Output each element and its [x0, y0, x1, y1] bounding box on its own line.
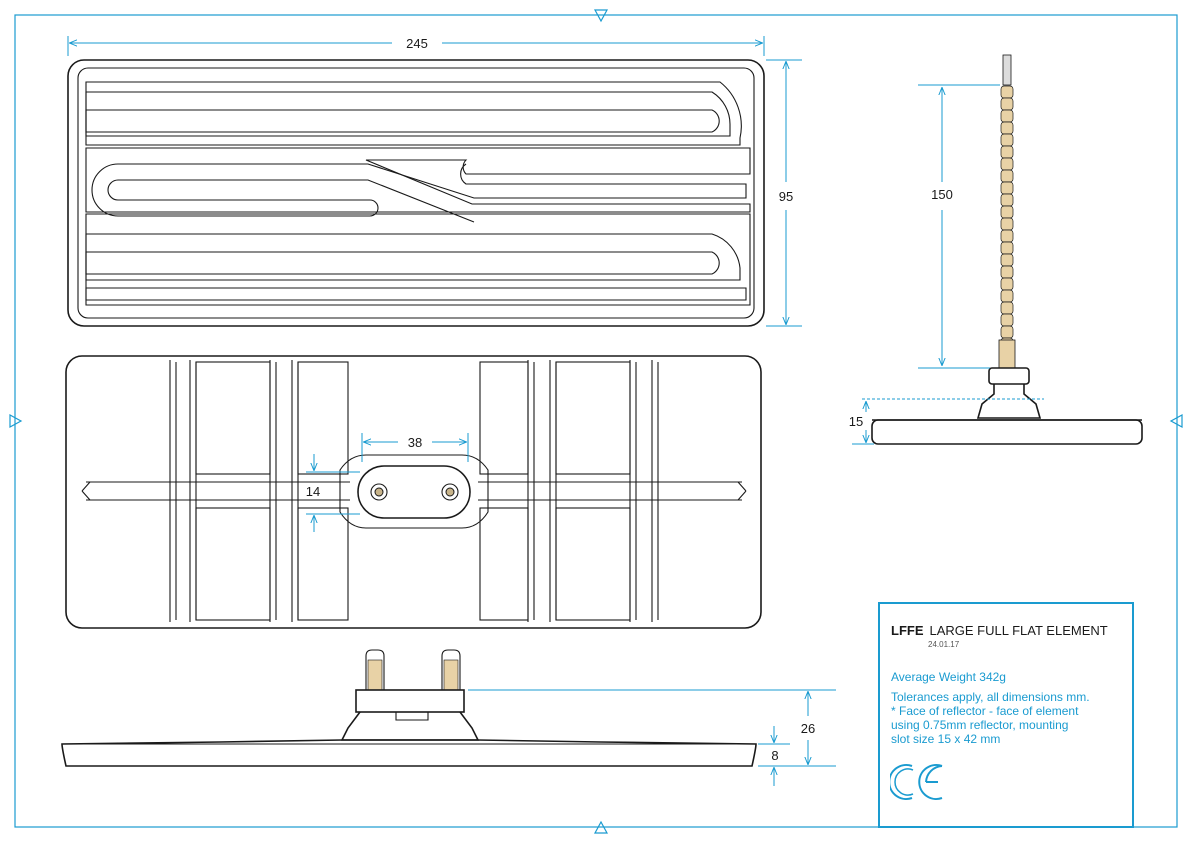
side-view: 150 15 — [849, 54, 1143, 445]
profile-view: 26 8 — [61, 649, 836, 786]
insulating-bead — [1000, 277, 1014, 291]
bottom-center-marker — [593, 820, 609, 834]
slot-height-label: 14 — [306, 484, 320, 499]
insulating-bead — [1000, 97, 1014, 111]
drawing-date: 24.01.17 — [928, 640, 960, 649]
right-center-marker — [1169, 413, 1183, 429]
base-height-label: 15 — [849, 414, 863, 429]
left-center-marker — [9, 413, 23, 429]
note-line: * Face of reflector - face of element — [891, 704, 1079, 718]
insulating-bead — [1000, 253, 1014, 267]
insulating-bead — [1000, 241, 1014, 255]
profile-mount-block — [355, 689, 465, 713]
insulating-bead — [1000, 301, 1014, 315]
insulating-bead — [1000, 109, 1014, 123]
terminal-pin — [1002, 54, 1012, 86]
insulating-bead — [1000, 325, 1014, 339]
note-line: slot size 15 x 42 mm — [891, 732, 1001, 746]
insulating-bead — [1000, 205, 1014, 219]
average-weight: Average Weight 342g — [891, 670, 1006, 684]
profile-height-label: 26 — [801, 721, 815, 736]
ce-mark-icon — [890, 764, 943, 800]
product-code: LFFE — [891, 623, 924, 638]
rear-view-outline — [65, 355, 762, 629]
insulating-bead-stem — [1000, 85, 1014, 351]
insulating-bead — [1000, 145, 1014, 159]
front-view-inner-outline — [77, 67, 755, 319]
height-dimension-label: 95 — [779, 189, 793, 204]
profile-plate — [61, 739, 757, 767]
insulating-bead — [1000, 169, 1014, 183]
length-dimension-label: 245 — [406, 36, 428, 51]
product-name: LARGE FULL FLAT ELEMENT — [929, 623, 1108, 638]
mounting-nut-left — [370, 483, 388, 501]
title-line: LFFE LARGE FULL FLAT ELEMENT — [891, 623, 1108, 638]
insulating-bead — [1000, 289, 1014, 303]
rear-view: 38 14 — [65, 355, 762, 629]
mounting-slot — [357, 465, 471, 519]
front-view-outline — [67, 59, 765, 327]
insulating-bead — [1000, 157, 1014, 171]
tolerance-notes: Tolerances apply, all dimensions mm. * F… — [891, 690, 1131, 746]
mounting-nut-right — [441, 483, 459, 501]
mounting-slot-outer — [339, 454, 489, 529]
insulating-bead — [1000, 229, 1014, 243]
insulating-bead — [1000, 193, 1014, 207]
title-block: LFFE LARGE FULL FLAT ELEMENT 24.01.17 Ave… — [878, 602, 1134, 828]
front-view: 245 95 — [67, 36, 802, 327]
insulating-bead — [1000, 85, 1014, 99]
drawing-frame — [9, 9, 1183, 834]
insulating-bead — [1000, 121, 1014, 135]
insulating-bead — [1000, 181, 1014, 195]
note-line: Tolerances apply, all dimensions mm. — [891, 690, 1090, 704]
side-view-plate — [871, 419, 1143, 445]
insulating-bead — [1000, 133, 1014, 147]
note-line: using 0.75mm reflector, mounting — [891, 718, 1069, 732]
insulating-bead — [1000, 313, 1014, 327]
slot-width-label: 38 — [408, 435, 422, 450]
top-center-marker — [593, 9, 609, 23]
insulating-bead — [1000, 265, 1014, 279]
insulating-bead — [1000, 217, 1014, 231]
stem-length-label: 150 — [931, 187, 953, 202]
plate-thickness-label: 8 — [771, 748, 778, 763]
